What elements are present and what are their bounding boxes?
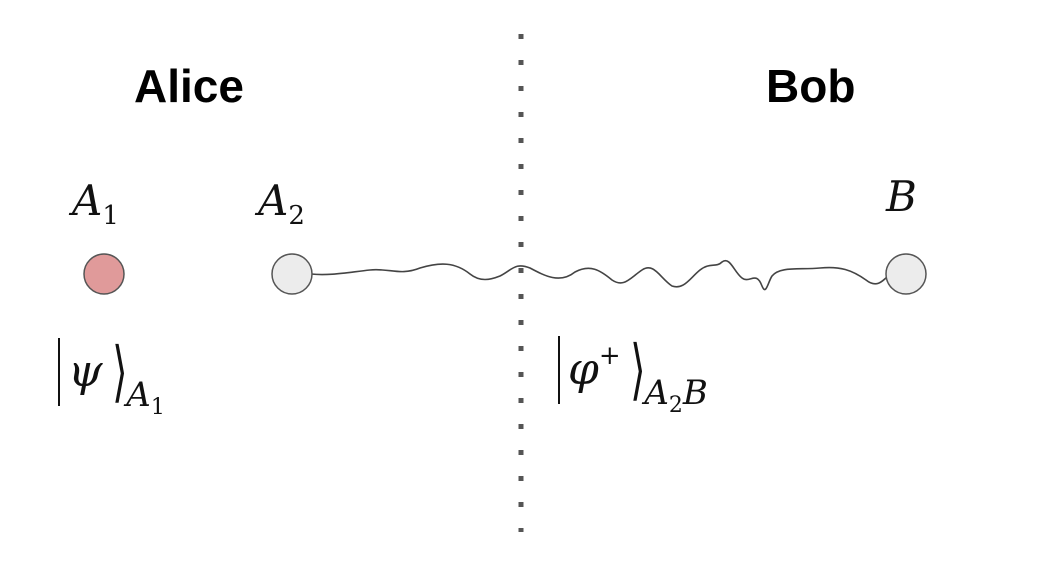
qubit-a2-label: A2	[258, 180, 305, 230]
state-psi-ket: ψ⟩A1	[58, 333, 165, 419]
ket-phi-sup: +	[598, 341, 621, 371]
ket-psi-sub-index: 1	[150, 395, 165, 420]
ket-psi-angle: ⟩	[111, 333, 128, 410]
qubit-a2-node	[271, 253, 313, 295]
qubit-a1-label: A1	[72, 180, 119, 230]
ket-phi-symbol: φ	[568, 344, 599, 395]
ket-phi-subscript: A2B	[644, 373, 708, 417]
ket-psi-subscript: A1	[126, 375, 165, 419]
ket-phi-sub-symbol: A	[644, 373, 669, 413]
party-label-alice: Alice	[134, 60, 244, 112]
qubit-b-symbol: B	[886, 172, 917, 221]
qubit-b-label: B	[886, 176, 917, 218]
qubit-b-node	[885, 253, 927, 295]
ket-phi-angle: ⟩	[629, 331, 646, 408]
ket-psi-symbol: ψ	[68, 346, 103, 397]
party-label-bob: Bob	[766, 60, 856, 112]
ket-psi-bar	[58, 338, 60, 406]
qubit-a1-index: 1	[102, 201, 119, 232]
qubit-a2-symbol: A	[258, 176, 289, 225]
qubit-a1-symbol: A	[72, 176, 103, 225]
entanglement-wavy-line	[310, 259, 889, 291]
qubit-a1-node	[83, 253, 125, 295]
qubit-a2-index: 2	[288, 201, 305, 232]
ket-phi-sub-index: 2	[668, 393, 683, 418]
state-phi-ket: φ+ ⟩A2B	[558, 331, 708, 417]
ket-psi-sub-symbol: A	[126, 375, 151, 415]
ket-phi-bar	[558, 336, 560, 404]
ket-phi-sub-symbol2: B	[682, 373, 708, 413]
